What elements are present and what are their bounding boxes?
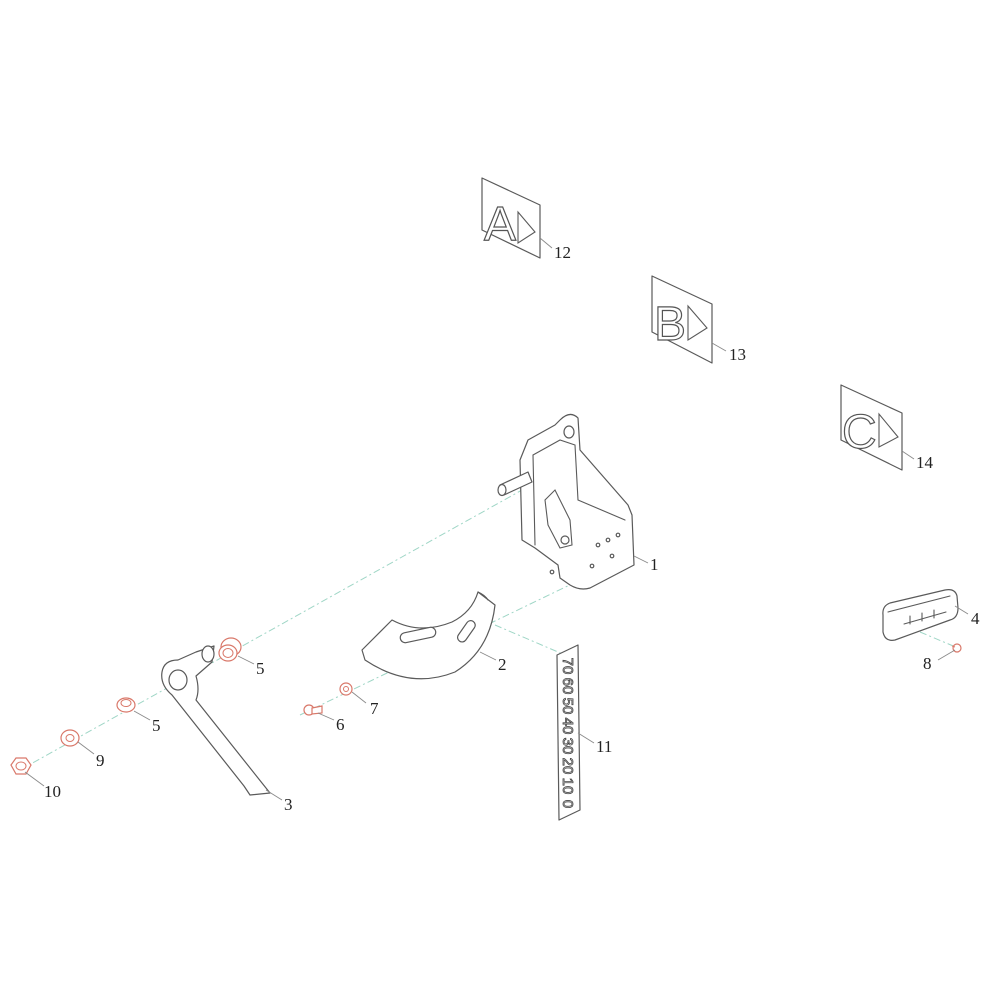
callout-8: 8 — [923, 654, 932, 673]
callout-5-upper: 5 — [256, 659, 265, 678]
scale-mark-40: 40 — [559, 718, 576, 735]
washer-large — [60, 729, 80, 747]
scale-mark-10: 10 — [559, 778, 576, 795]
callout-11: 11 — [596, 737, 612, 756]
callout-1: 1 — [650, 555, 659, 574]
bushing-upper — [218, 637, 242, 662]
scale-label-strip: 70 60 50 40 30 20 10 0 — [556, 644, 581, 821]
callout-10: 10 — [44, 782, 61, 801]
plate-a: A — [481, 177, 541, 259]
callout-14: 14 — [916, 453, 934, 472]
callout-2: 2 — [498, 655, 507, 674]
callout-3: 3 — [284, 795, 293, 814]
svg-text:C: C — [842, 406, 877, 459]
callout-13: 13 — [729, 345, 746, 364]
scale-mark-0: 0 — [559, 800, 576, 808]
plate-c: C — [840, 384, 903, 471]
hex-nut — [10, 757, 32, 775]
handle-part — [882, 589, 959, 641]
scale-mark-20: 20 — [559, 758, 576, 775]
leader-lines — [24, 237, 969, 801]
callout-7: 7 — [370, 699, 379, 718]
bushing-lower — [116, 697, 136, 713]
lever-arm-part — [161, 645, 271, 796]
scale-mark-50: 50 — [559, 698, 576, 715]
mounting-bracket-part — [497, 413, 635, 590]
curved-guide-part — [361, 591, 496, 680]
callout-5-lower: 5 — [152, 716, 161, 735]
washer-small — [339, 682, 353, 696]
scale-mark-70: 70 — [559, 658, 576, 675]
scale-mark-30: 30 — [559, 738, 576, 755]
bolt — [303, 704, 323, 716]
callout-4: 4 — [971, 609, 980, 628]
callout-9: 9 — [96, 751, 105, 770]
plate-b: B — [651, 275, 713, 364]
svg-text:A: A — [484, 198, 516, 251]
callout-6: 6 — [336, 715, 345, 734]
scale-mark-60: 60 — [559, 678, 576, 695]
svg-text:B: B — [654, 298, 686, 351]
callout-12: 12 — [554, 243, 571, 262]
callouts: 1 2 3 4 5 5 6 7 8 9 10 11 12 13 14 — [44, 243, 980, 814]
